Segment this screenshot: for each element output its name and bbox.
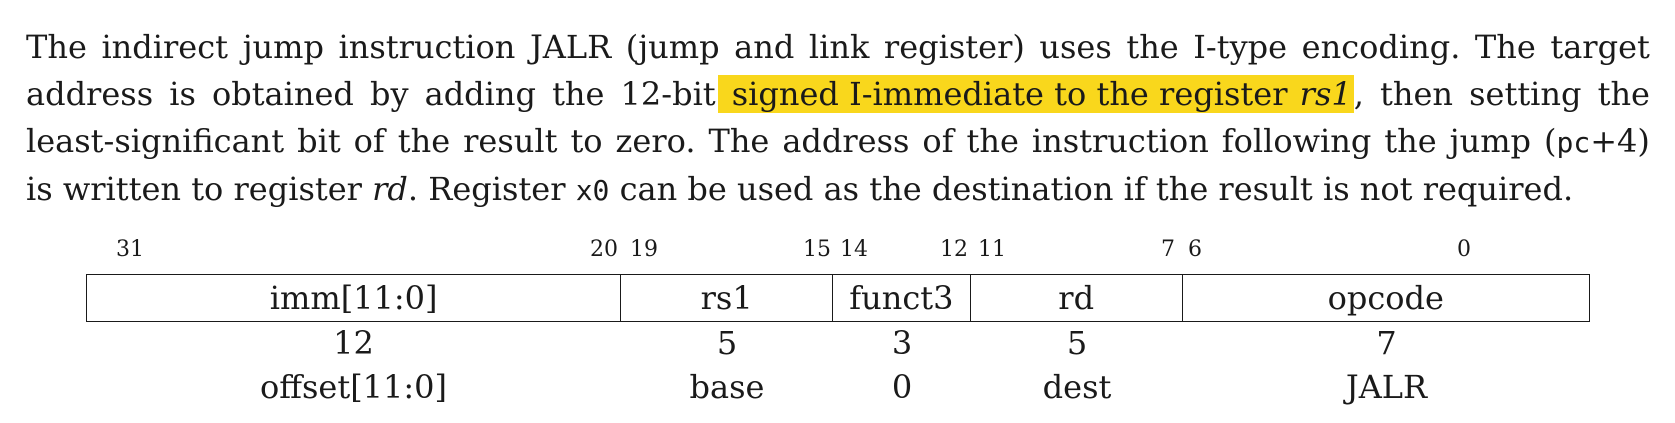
field-imm: imm[11:0] (87, 275, 622, 321)
bit-14: 14 (840, 237, 868, 262)
bit-7: 7 (1161, 237, 1175, 262)
paragraph-word: The (26, 28, 87, 66)
paragraph-word: setting (1469, 75, 1582, 113)
rs1-register-term: rs1 (1299, 75, 1354, 113)
x0-register-term: x0 (575, 174, 610, 207)
paragraph-word: by (369, 75, 409, 113)
width-rd: 5 (1066, 324, 1088, 362)
paragraph-word: the (1597, 75, 1650, 113)
meaning-rd: dest (1042, 368, 1112, 406)
paragraph-word: obtained (211, 75, 354, 113)
meaning-imm: offset[11:0] (259, 368, 448, 406)
paragraph-word: and (734, 28, 795, 66)
width-opcode: 7 (1376, 324, 1397, 362)
field-rd: rd (971, 275, 1183, 321)
line4-text: is written to register rd. Register x0 c… (26, 170, 1574, 208)
paragraph-word: The (708, 122, 770, 160)
bit-6: 6 (1188, 237, 1202, 262)
paragraph-word: is (169, 75, 196, 113)
pc-plus-4: (pc+4) (1544, 122, 1650, 160)
paragraph-word: of (922, 122, 954, 160)
field-widths-row: 12 5 3 5 7 (86, 324, 1590, 362)
paragraph-word: target (1550, 28, 1650, 66)
meaning-funct3: 0 (891, 368, 913, 406)
paragraph-word: address (26, 75, 154, 113)
width-imm: 12 (333, 324, 374, 362)
width-funct3: 3 (891, 324, 913, 362)
paragraph-word: register) (883, 28, 1025, 66)
paragraph-word: encoding. (1301, 28, 1461, 66)
bit-12: 12 (940, 237, 968, 262)
paragraph-word: result (463, 122, 558, 160)
bit-0: 0 (1457, 237, 1471, 262)
meaning-opcode: JALR (1345, 368, 1428, 406)
bit-19: 19 (630, 237, 658, 262)
paragraph-word: The (1474, 28, 1536, 66)
highlight-text: signed I-immediate to the register (717, 75, 1300, 113)
rd-register-term: rd (372, 170, 408, 208)
paragraph-word: jump (242, 28, 324, 66)
paragraph-word: instruction (1031, 122, 1209, 160)
paragraph-word: zero. (615, 122, 696, 160)
bit-20: 20 (590, 237, 618, 262)
instruction-format-row: imm[11:0] rs1 funct3 rd opcode (86, 274, 1590, 322)
paragraph-word: JALR (529, 28, 612, 66)
bit-11: 11 (978, 237, 1006, 262)
paragraph-word: indirect (101, 28, 229, 66)
paragraph-word: the (552, 75, 605, 113)
paragraph-word: least-significant (26, 122, 285, 160)
paragraph-word: the (1384, 122, 1437, 160)
paragraph-word: of (353, 122, 385, 160)
meaning-rs1: base (689, 368, 765, 406)
paragraph-word: 12-bit (620, 75, 716, 113)
paragraph-word: uses (1039, 28, 1112, 66)
paragraph-word: address (782, 122, 910, 160)
paragraph-word: the (1126, 28, 1179, 66)
paragraph-word: adding (424, 75, 536, 113)
paragraph-word: jump (1449, 122, 1532, 160)
paragraph-word: I-type (1193, 28, 1288, 66)
paragraph-line-4: is written to register rd. Register x0 c… (26, 166, 1650, 214)
width-rs1: 5 (716, 324, 738, 362)
pc-term: pc (1556, 126, 1591, 159)
paragraph-word: bit (297, 122, 341, 160)
paragraph-word: the (966, 122, 1019, 160)
paragraph-word: to (570, 122, 603, 160)
paragraph-word: link (808, 28, 870, 66)
field-funct3: funct3 (833, 275, 971, 321)
paragraph-word: the (397, 122, 451, 160)
bit-31: 31 (116, 237, 144, 262)
paragraph-word: then (1380, 75, 1454, 113)
paragraph-word: following (1221, 122, 1372, 160)
field-meanings-row: offset[11:0] base 0 dest JALR (86, 368, 1590, 406)
field-rs1: rs1 (621, 275, 833, 321)
field-opcode: opcode (1327, 279, 1444, 317)
paragraph-word: (jump (625, 28, 720, 66)
paragraph-word: instruction (338, 28, 516, 66)
highlighted-phrase: signed I-immediate to the register rs1, (717, 71, 1364, 118)
bit-15: 15 (803, 237, 831, 262)
